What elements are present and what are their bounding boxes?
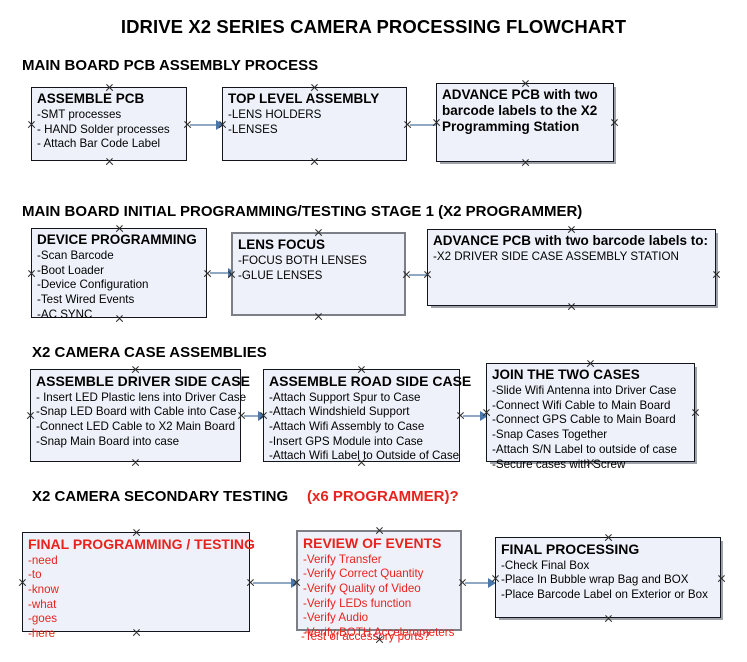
box-line: -Boot Loader bbox=[37, 263, 105, 277]
box-line: -Snap Cases Together bbox=[492, 428, 608, 442]
process-box-assemble-driver-side-case[interactable]: ASSEMBLE DRIVER SIDE CASE - Insert LED P… bbox=[30, 369, 250, 462]
box-line: -Verify Correct Quantity bbox=[303, 567, 424, 581]
process-box-advance-pcb-driver-side[interactable]: ADVANCE PCB with two barcode labels to: … bbox=[427, 229, 716, 306]
box-line: -Verify BOTH Accelerometers bbox=[303, 626, 455, 640]
process-box-lens-focus[interactable]: LENS FOCUS -FOCUS BOTH LENSES -GLUE LENS… bbox=[231, 232, 406, 316]
box-line: -Scan Barcode bbox=[37, 248, 114, 262]
box-line: -Verify Audio bbox=[303, 611, 369, 625]
box-header: FINAL PROGRAMMING / TESTING bbox=[28, 536, 255, 552]
box-line: -GLUE LENSES bbox=[238, 268, 323, 282]
box-header: TOP LEVEL ASSEMBLY bbox=[228, 91, 380, 106]
process-box-device-programming[interactable]: DEVICE PROGRAMMING -Scan Barcode -Boot L… bbox=[31, 228, 207, 321]
process-box-assemble-pcb[interactable]: ASSEMBLE PCB -SMT processes - HAND Solde… bbox=[31, 87, 187, 161]
box-line: -goes bbox=[28, 612, 58, 626]
box-header: JOIN THE TWO CASES bbox=[492, 367, 640, 382]
box-line: -Device Configuration bbox=[37, 278, 149, 292]
box-line: -Verify LEDs function bbox=[303, 596, 412, 610]
process-box-review-of-events[interactable]: REVIEW OF EVENTS -Verify Transfer -Verif… bbox=[296, 530, 462, 639]
box-line: -Connect Wifi Cable to Main Board bbox=[492, 398, 671, 412]
box-line: -to bbox=[28, 568, 42, 582]
box-line: -LENS HOLDERS bbox=[228, 107, 322, 121]
connector-arrow bbox=[410, 124, 438, 126]
connector-arrow bbox=[253, 582, 293, 584]
arrowhead-icon bbox=[488, 578, 496, 588]
box-line: -Place In Bubble wrap Bag and BOX bbox=[501, 573, 689, 587]
box-line: -AC SYNC bbox=[37, 307, 93, 321]
box-line: -FOCUS BOTH LENSES bbox=[238, 253, 367, 267]
arrowhead-icon bbox=[258, 411, 266, 421]
process-box-top-level-assembly[interactable]: TOP LEVEL ASSEMBLY -LENS HOLDERS -LENSES bbox=[222, 87, 407, 161]
box-line: -Snap LED Board with Cable into Case bbox=[36, 405, 237, 419]
box-line: -Secure cases with Screw bbox=[492, 457, 626, 471]
box-line: -Attach Support Spur to Case bbox=[269, 390, 421, 404]
box-line: - Insert LED Plastic lens into Driver Ca… bbox=[36, 390, 247, 404]
process-box-assemble-road-side-case[interactable]: ASSEMBLE ROAD SIDE CASE -Attach Support … bbox=[263, 369, 472, 463]
section-heading-3: X2 CAMERA CASE ASSEMBLIES bbox=[32, 344, 267, 361]
box-line: -Snap Main Board into case bbox=[36, 434, 180, 448]
box-line: -need bbox=[28, 553, 58, 567]
box-line: -Connect GPS Cable to Main Board bbox=[492, 413, 676, 427]
arrowhead-icon bbox=[480, 411, 488, 421]
box-header: ASSEMBLE ROAD SIDE CASE bbox=[269, 373, 472, 389]
box-line: -Place Barcode Label on Exterior or Box bbox=[501, 587, 708, 601]
box-line: -Slide Wifi Antenna into Driver Case bbox=[492, 383, 677, 397]
connector-arrow bbox=[210, 272, 231, 274]
box-header: REVIEW OF EVENTS bbox=[303, 535, 442, 551]
box-line: -Attach Wifi Assembly to Case bbox=[269, 419, 425, 433]
section-heading-4: X2 CAMERA SECONDARY TESTING bbox=[32, 488, 289, 505]
box-overflow-line: -Test of accessory ports? bbox=[301, 630, 430, 643]
box-header: ASSEMBLE PCB bbox=[37, 91, 145, 106]
box-line: -Test Wired Events bbox=[37, 293, 135, 307]
box-line: -Attach S/N Label to outside of case bbox=[492, 442, 677, 456]
box-line: - Attach Bar Code Label bbox=[37, 137, 161, 151]
box-line: -Insert GPS Module into Case bbox=[269, 434, 424, 448]
box-header: ADVANCE PCB with two barcode labels to t… bbox=[442, 87, 598, 134]
box-line: -what bbox=[28, 597, 57, 611]
box-line: -LENSES bbox=[228, 122, 278, 136]
section-heading-2: MAIN BOARD INITIAL PROGRAMMING/TESTING S… bbox=[22, 203, 583, 220]
process-box-join-the-two-cases[interactable]: JOIN THE TWO CASES -Slide Wifi Antenna i… bbox=[486, 363, 695, 471]
box-line: -Attach Windshield Support bbox=[269, 405, 410, 419]
arrowhead-icon bbox=[291, 578, 299, 588]
process-box-final-programming-testing[interactable]: FINAL PROGRAMMING / TESTING -need -to -k… bbox=[22, 532, 255, 640]
connector-arrow bbox=[465, 582, 490, 584]
process-box-final-processing[interactable]: FINAL PROCESSING -Check Final Box -Place… bbox=[495, 537, 721, 618]
box-line: -Check Final Box bbox=[501, 558, 590, 572]
box-line: -Verify Transfer bbox=[303, 552, 382, 566]
box-header: ADVANCE PCB with two barcode labels to: bbox=[433, 233, 709, 248]
process-box-advance-pcb-programming-station[interactable]: ADVANCE PCB with two barcode labels to t… bbox=[436, 83, 614, 162]
box-line: -here bbox=[28, 627, 56, 641]
connector-arrow bbox=[244, 415, 260, 417]
box-header: ASSEMBLE DRIVER SIDE CASE bbox=[36, 373, 250, 389]
box-header: DEVICE PROGRAMMING bbox=[37, 232, 197, 247]
arrowhead-icon bbox=[216, 120, 224, 130]
connector-arrow bbox=[463, 415, 482, 417]
box-line: -SMT processes bbox=[37, 107, 122, 121]
connector-arrow bbox=[409, 274, 434, 276]
box-header: LENS FOCUS bbox=[238, 237, 326, 252]
box-line: -Connect LED Cable to X2 Main Board bbox=[36, 419, 236, 433]
section-heading-1: MAIN BOARD PCB ASSEMBLY PROCESS bbox=[22, 57, 319, 74]
box-line: -know bbox=[28, 582, 59, 596]
box-header: FINAL PROCESSING bbox=[501, 541, 640, 557]
box-line: - HAND Solder processes bbox=[37, 122, 170, 136]
page-title: IDRIVE X2 SERIES CAMERA PROCESSING FLOWC… bbox=[120, 16, 627, 37]
box-line: -X2 DRIVER SIDE CASE ASSEMBLY STATION bbox=[433, 249, 679, 263]
connector-arrow bbox=[190, 124, 218, 126]
box-line: -Verify Quality of Video bbox=[303, 581, 421, 595]
box-line: -Attach Wifi Label to Outside of Case bbox=[269, 449, 460, 463]
section-heading-4-suffix: (x6 PROGRAMMER)? bbox=[307, 488, 459, 505]
